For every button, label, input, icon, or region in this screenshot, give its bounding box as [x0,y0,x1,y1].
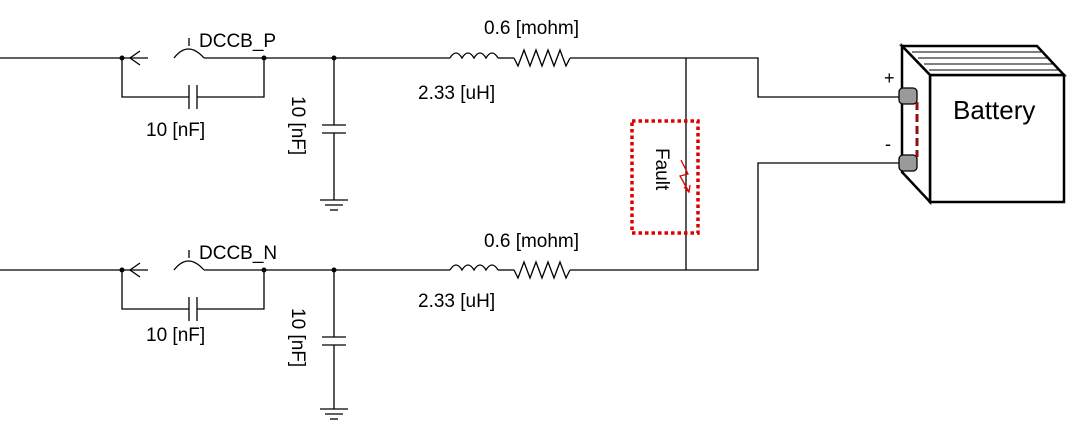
ground-n-icon [320,408,348,420]
battery-plus-terminal [898,87,918,105]
line-p-inductance-label: 2.33 [uH] [418,83,495,104]
line-n-inductance-label: 2.33 [uH] [418,291,495,312]
shunt-cap-n [322,267,346,409]
wire-to-battery-plus [686,57,902,98]
fault-element: Fault [630,58,700,270]
lightning-icon [679,159,690,193]
line-n-resistance-label: 0.6 [mohm] [484,231,579,252]
fault-box [630,119,700,235]
breaker-n-snubber [121,270,265,321]
snubber-p-cap-label: 10 [nF] [146,120,205,141]
line-p-resistance-label: 0.6 [mohm] [484,18,579,39]
breaker-n-label: DCCB_N [199,243,277,264]
shunt-cap-p [322,55,346,200]
battery-minus-terminal [898,154,918,172]
inductor-n-icon [449,264,499,272]
battery-label: Battery [953,95,1035,125]
inductor-p-icon [449,52,499,60]
positive-branch: DCCB_P 10 [nF] 10 [nF] [0,18,686,211]
negative-branch: DCCB_N 10 [nF] 10 [nF] 0.6 [mohm] 2 [0,231,686,420]
breaker-p-label: DCCB_P [199,31,276,52]
battery-plus-sign: + [884,68,895,88]
battery-minus-sign: - [885,134,891,154]
resistor-p-icon [513,48,571,68]
shunt-cap-p-label: 10 [nF] [287,96,308,155]
shunt-cap-n-label: 10 [nF] [287,308,308,367]
ground-p-icon [320,199,348,211]
snubber-n-cap-label: 10 [nF] [146,325,205,346]
fault-label: Fault [651,148,672,191]
resistor-n-icon [513,260,571,280]
breaker-p-snubber [121,58,265,109]
wire-to-battery-minus [686,162,902,271]
breaker-n-switch [119,250,264,278]
battery-icon [898,42,1067,206]
